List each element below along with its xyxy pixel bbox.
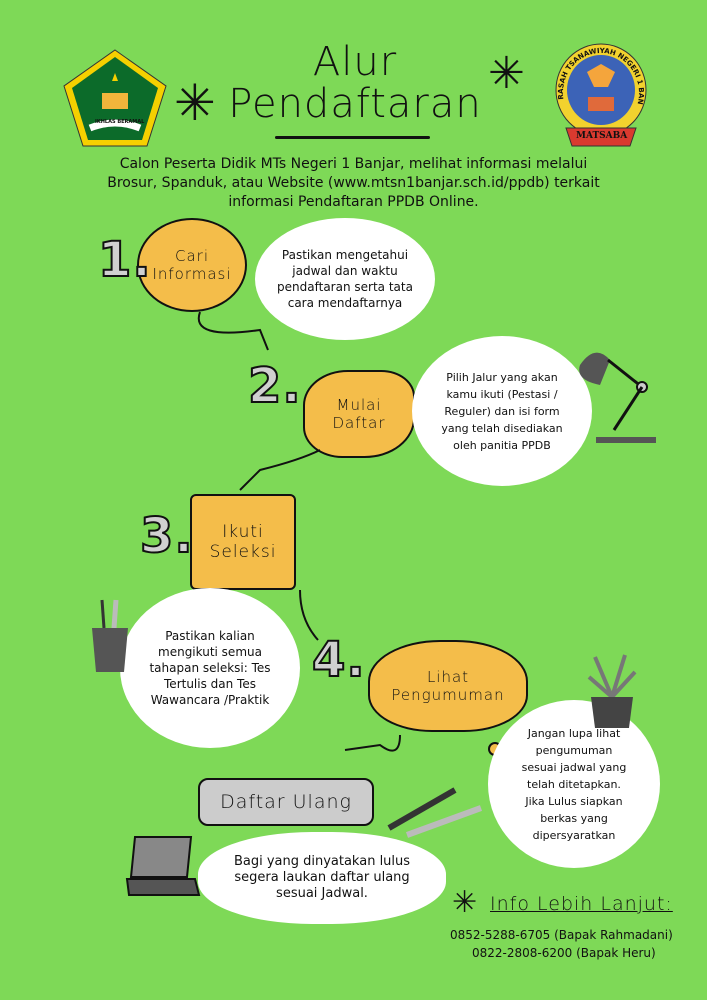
- description-text: Pilih Jalur yang akan kamu ikuti (Pestas…: [441, 370, 563, 452]
- step-ikuti-seleksi: Ikuti Seleksi: [190, 494, 296, 590]
- step-lihat-pengumuman: Lihat Pengumuman: [368, 640, 528, 732]
- step-mulai-daftar: Mulai Daftar: [303, 370, 415, 458]
- step-description: Pastikan mengetahui jadwal dan waktu pen…: [255, 218, 435, 340]
- step-number: 4.: [311, 631, 366, 689]
- pencil-cup-icon: [88, 598, 132, 682]
- pens-icon: [385, 780, 485, 844]
- step-daftar-ulang: Daftar Ulang: [198, 778, 374, 826]
- contact-phone: 0822-2808-6200 (Bapak Heru): [472, 946, 656, 960]
- description-text: Bagi yang dinyatakan lulus segera laukan…: [233, 854, 411, 901]
- desk-lamp-icon: [570, 345, 660, 449]
- logo-motto: IKHLAS BERAMAL: [95, 119, 145, 125]
- contact-heading: Info Lebih Lanjut:: [490, 893, 673, 915]
- step-description: Pilih Jalur yang akan kamu ikuti (Pestas…: [412, 336, 592, 486]
- step-label: Lihat Pengumuman: [391, 668, 505, 704]
- page-title-line1: Alur: [312, 39, 398, 85]
- description-text: Jangan lupa lihat pengumuman sesuai jadw…: [521, 726, 627, 842]
- step-description: Pastikan kalian mengikuti semua tahapan …: [120, 588, 300, 748]
- asterisk-icon: ✳: [174, 74, 216, 132]
- intro-text: Calon Peserta Didik MTs Negeri 1 Banjar,…: [107, 156, 600, 210]
- school-logo-banner: MATSABA: [576, 131, 628, 141]
- step-number: 3.: [139, 507, 194, 565]
- step-number: 2.: [247, 357, 302, 415]
- title-underline: [275, 136, 430, 139]
- asterisk-icon: ✳: [488, 48, 525, 99]
- page-title-line2: Pendaftaran: [228, 81, 482, 127]
- step-description: Bagi yang dinyatakan lulus segera laukan…: [198, 832, 446, 924]
- description-text: Pastikan kalian mengikuti semua tahapan …: [149, 629, 271, 707]
- step-description: Jangan lupa lihat pengumuman sesuai jadw…: [488, 700, 660, 868]
- description-text: Pastikan mengetahui jadwal dan waktu pen…: [277, 248, 413, 310]
- step-cari-informasi: Cari Informasi: [137, 218, 247, 312]
- laptop-icon: [125, 835, 205, 905]
- contact-phone: 0852-5288-6705 (Bapak Rahmadani): [450, 928, 673, 942]
- step-number: 1.: [97, 231, 152, 289]
- plant-icon: [585, 652, 639, 734]
- kemenag-logo: IKHLAS BERAMAL: [62, 48, 168, 148]
- step-label: Cari Informasi: [152, 247, 232, 283]
- asterisk-icon: ✳: [452, 885, 478, 920]
- step-label: Ikuti Seleksi: [209, 522, 277, 562]
- step-label: Mulai Daftar: [332, 396, 386, 432]
- step-label: Daftar Ulang: [220, 791, 352, 813]
- school-logo: MADRASAH TSANAWIYAH NEGERI 1 BANJAR MATS…: [549, 36, 650, 152]
